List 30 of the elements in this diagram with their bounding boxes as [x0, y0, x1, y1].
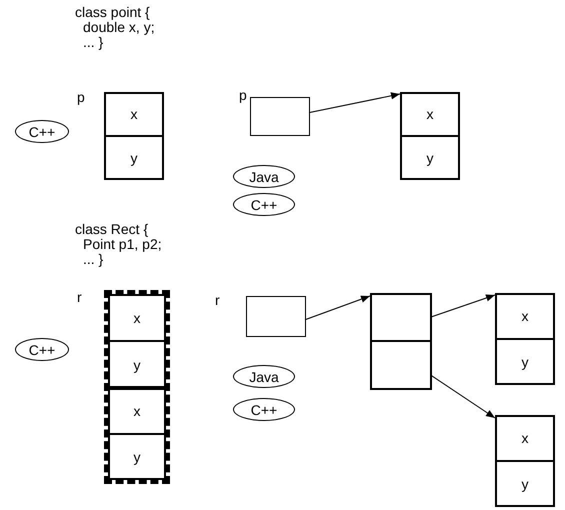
language-oval: Java: [233, 165, 295, 188]
pointer-arrow: [304, 296, 370, 320]
pointer-arrow: [308, 92, 400, 114]
language-oval: C++: [15, 338, 69, 361]
variable-name: p: [239, 88, 247, 103]
variable-name: p: [77, 90, 85, 105]
memory-block: [400, 92, 460, 180]
code-line: Point p1, p2;: [83, 237, 162, 252]
code-line: ... }: [83, 35, 104, 50]
pointer-arrow: [430, 374, 496, 418]
variable-name: r: [77, 290, 82, 305]
memory-block: [108, 388, 166, 480]
memory-block: [370, 293, 432, 390]
language-oval: C++: [233, 398, 295, 421]
memory-block: [495, 293, 555, 385]
memory-block: [108, 294, 166, 388]
language-oval: Java: [233, 365, 295, 388]
struct-outline: [104, 290, 170, 484]
code-line: double x, y;: [83, 20, 155, 35]
memory-block: [104, 92, 164, 180]
memory-block: [495, 415, 555, 507]
language-oval: C++: [233, 193, 295, 216]
code-line: class point {: [75, 5, 150, 20]
variable-name: r: [215, 293, 220, 308]
pointer-cell: [246, 296, 306, 337]
code-line: class Rect {: [75, 222, 148, 237]
code-line: ... }: [83, 252, 104, 267]
pointer-cell: [250, 97, 310, 136]
language-oval: C++: [15, 120, 69, 143]
pointer-arrow: [430, 294, 496, 318]
